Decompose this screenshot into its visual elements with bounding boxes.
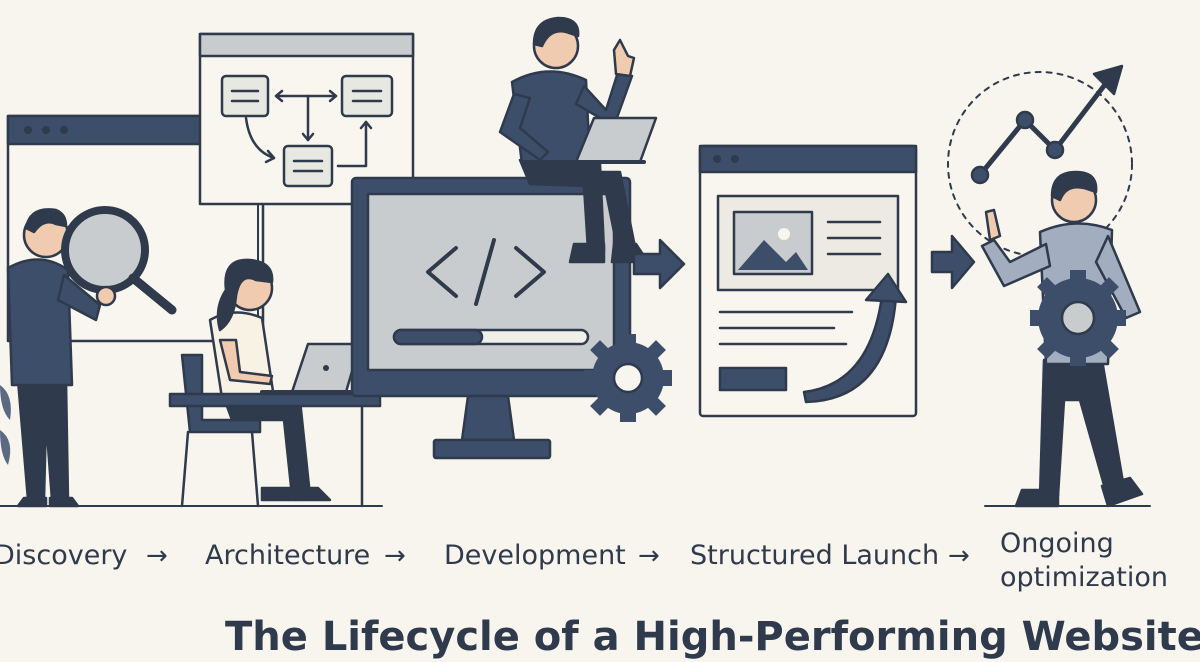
plant-icon [0,385,11,465]
woman-at-desk [180,258,332,508]
flowchart-box [220,74,270,118]
launch-scene [698,144,918,418]
flowchart-window [198,32,415,206]
diagram-illustration [0,16,1151,508]
architecture-scene [168,32,415,508]
launch-curve-arrow [802,272,908,404]
person-with-magnifier [6,208,102,508]
developer-on-monitor [498,16,650,264]
trend-chart-icon [970,64,1124,185]
gear-icon [1030,270,1126,366]
stage-label-optimization: optimization [1000,562,1168,593]
stage-label-ongoing: Ongoing [1000,528,1114,559]
flow-arrow-icon: → [146,541,168,571]
code-icon [426,238,546,306]
flowchart-box [340,74,394,118]
flow-arrow-icon: → [638,541,660,571]
laptop-icon [522,116,658,164]
launch-button-shape [718,366,788,392]
connector-arrow [632,238,686,290]
flow-arrow-icon: → [948,541,970,571]
image-placeholder-icon [732,210,814,276]
stage-label-development: Development [444,540,626,571]
development-scene [350,16,672,460]
progress-bar [392,328,590,346]
diagram-title: The Lifecycle of a High-Performing Websi… [225,614,1200,660]
optimization-scene [947,64,1144,508]
laptop-icon [260,342,362,394]
stage-label-structured-launch: Structured Launch [690,540,940,571]
text-lines [718,220,882,346]
flowchart-box [282,144,334,188]
lifecycle-diagram: Discovery → Architecture → Development →… [0,16,1200,660]
stage-label-architecture: Architecture [205,540,371,571]
gear-icon [584,334,672,422]
flow-arrow-icon: → [384,541,406,571]
connector-arrow [930,234,976,290]
stage-label-discovery: Discovery [0,540,128,571]
magnifier-icon [61,206,177,315]
